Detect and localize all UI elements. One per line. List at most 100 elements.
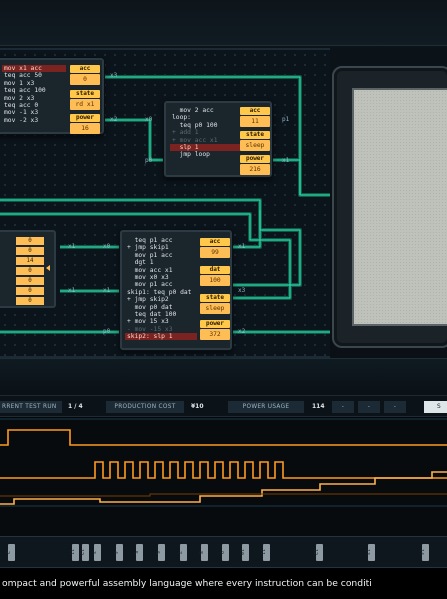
end-tab[interactable]: S <box>424 401 447 413</box>
chip-c-code[interactable]: teq p1 acc+ jmp skip1 mov p1 acc dgt 1 m… <box>125 237 197 341</box>
code-line[interactable]: - mov -15 x3 <box>127 325 173 333</box>
code-line[interactable]: + jmp skip1 <box>127 244 169 252</box>
tape-tick: 5 <box>132 544 143 561</box>
code-line[interactable]: mov 2 acc <box>172 107 214 114</box>
power-usage-label: POWER USAGE <box>228 401 304 413</box>
code-line[interactable]: teq acc 100 <box>4 87 46 95</box>
pin-label: x1 <box>238 243 246 250</box>
production-cost-value: ¥10 <box>191 403 204 410</box>
rom-cell: 0 <box>16 237 44 245</box>
code-line[interactable]: + mov acc x1 <box>172 136 218 144</box>
signal-wave-3-guide <box>0 493 447 497</box>
pin-label: x3 <box>238 287 246 294</box>
signal-timing-diagram <box>0 418 447 536</box>
pin-label: x1 <box>103 287 111 294</box>
code-line[interactable]: mov 2 x3 <box>4 94 35 102</box>
tape-tick: 14 <box>418 544 429 561</box>
stat-dash: - <box>358 401 380 413</box>
pin-label: x0 <box>103 243 111 250</box>
subtitle-caption: ompact and powerful assembly language wh… <box>0 568 447 599</box>
display-screen <box>352 88 447 326</box>
status-bar: RRENT TEST RUN 1 / 4 PRODUCTION COST ¥10… <box>0 395 447 417</box>
tape-tick: 6 <box>154 544 165 561</box>
pin-label: x0 <box>145 116 153 123</box>
code-line[interactable]: skip1: teq p0 dat <box>127 288 192 296</box>
display-monitor[interactable] <box>332 66 447 348</box>
rom-cell: 0 <box>16 277 44 285</box>
code-line[interactable]: teq acc 0 <box>4 101 39 109</box>
rom-cell: 0 <box>16 247 44 255</box>
code-line[interactable]: + jmp skip2 <box>127 296 169 304</box>
tape-tick: 12 <box>312 544 323 561</box>
tape-tick: 12 <box>78 544 89 561</box>
code-line[interactable]: skip2: slp 1 <box>125 333 197 341</box>
controller-chip-c[interactable]: teq p1 acc+ jmp skip1 mov p1 acc dgt 1 m… <box>120 230 232 350</box>
code-line[interactable]: mov acc x1 <box>127 266 173 274</box>
pin-label: p0 <box>103 328 111 335</box>
tape-tick: 3 <box>90 544 101 561</box>
code-line[interactable]: teq p1 acc <box>127 237 173 244</box>
tape-tick: 11 <box>259 544 270 561</box>
code-line[interactable]: mov x1 acc <box>2 65 66 73</box>
code-line[interactable]: mov x0 x3 <box>127 273 169 281</box>
code-line[interactable]: teq acc 50 <box>4 72 42 80</box>
input-tape: 2 11 12 3 4 5 6 7 8 9 10 11 12 13 14 <box>0 536 447 568</box>
tape-tick: 11 <box>68 544 79 561</box>
test-run-label: RRENT TEST RUN <box>0 401 62 413</box>
tape-tick: 9 <box>218 544 229 561</box>
pin-label: x2 <box>110 116 118 123</box>
pin-label: x1 <box>68 243 76 250</box>
board-top-panel <box>0 0 447 46</box>
pin-label: p0 <box>145 157 153 164</box>
pin-label: x1 <box>282 157 290 164</box>
code-line[interactable]: mov -1 x3 <box>4 109 39 117</box>
tape-tick: 2 <box>4 544 15 561</box>
tape-tick: 8 <box>197 544 208 561</box>
rom-cell: 0 <box>16 267 44 275</box>
stat-dash: - <box>384 401 406 413</box>
code-line[interactable]: mov p1 acc <box>127 251 173 259</box>
rom-cell: 0 <box>16 297 44 305</box>
signal-waves <box>0 418 447 507</box>
wire-highlight <box>0 76 330 333</box>
signal-wave-1 <box>0 429 447 446</box>
code-line[interactable]: slp 1 <box>170 143 240 152</box>
rom-cell: 0 <box>16 287 44 295</box>
power-usage-value: 114 <box>312 403 325 410</box>
code-line[interactable]: teq dat 100 <box>127 310 177 318</box>
code-line[interactable]: mov p1 acc <box>127 281 173 289</box>
signal-wave-3 <box>0 471 447 505</box>
rom-chip[interactable]: 0 0 14 0 0 0 0 <box>0 230 56 308</box>
pin-label: x2 <box>238 328 246 335</box>
code-line[interactable]: + add 1 <box>172 129 199 137</box>
code-line[interactable]: teq p0 100 <box>172 121 218 129</box>
code-line[interactable]: mov 1 x3 <box>4 79 35 87</box>
code-line[interactable]: jmp loop <box>172 151 210 159</box>
pin-label: x1 <box>68 287 76 294</box>
code-line[interactable]: + mov 15 x3 <box>127 318 169 326</box>
code-line[interactable]: mov p0 dat <box>127 303 173 311</box>
code-line[interactable]: mov -2 x3 <box>4 116 39 124</box>
rom-pointer-icon <box>46 265 50 271</box>
tape-tick: 10 <box>238 544 249 561</box>
rom-cell: 14 <box>16 257 44 265</box>
code-line[interactable]: dgt 1 <box>127 259 154 267</box>
tape-tick: 4 <box>112 544 123 561</box>
board-bottom-panel <box>0 358 447 395</box>
code-line[interactable]: loop: <box>172 114 191 122</box>
